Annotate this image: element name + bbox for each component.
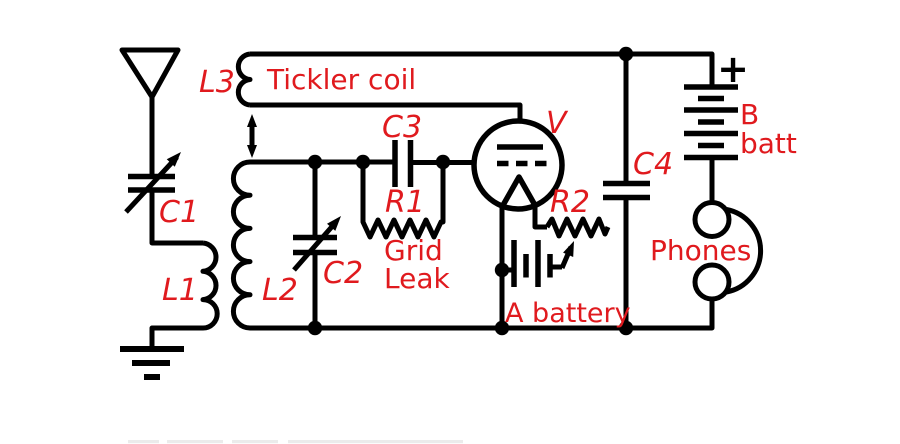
b-battery-symbol bbox=[684, 84, 738, 203]
antenna-icon bbox=[119, 47, 181, 100]
junction-dot bbox=[307, 154, 323, 170]
c1-variable-arrow-shaft bbox=[124, 155, 179, 214]
r2-rheostat bbox=[544, 216, 611, 269]
artifact-strip bbox=[288, 440, 463, 444]
tube-v-label: V bbox=[546, 106, 569, 141]
coupling-arrowhead-down bbox=[247, 145, 257, 158]
phones-symbol bbox=[692, 200, 764, 302]
l1-label: L1 bbox=[162, 273, 198, 308]
grid-leak-label-line2: Leak bbox=[384, 262, 450, 295]
l2-label: L2 bbox=[262, 273, 298, 308]
tube-filament-icon bbox=[499, 174, 539, 209]
junction-dot bbox=[494, 320, 510, 336]
r2-resistor-icon bbox=[544, 216, 611, 239]
phones-label: Phones bbox=[650, 234, 751, 267]
antenna-branch bbox=[119, 47, 220, 380]
b-battery-plus-mark: + bbox=[717, 47, 749, 91]
junction-dot bbox=[618, 320, 634, 336]
c4-label: C4 bbox=[633, 147, 673, 182]
phones-headband-arc bbox=[725, 207, 764, 295]
junction-dots bbox=[307, 46, 634, 336]
r2-label: R2 bbox=[550, 185, 590, 220]
r1-resistor-icon bbox=[360, 162, 446, 240]
l1-to-ground-wire bbox=[149, 325, 203, 349]
vacuum-tube bbox=[471, 118, 565, 328]
c4-capacitor bbox=[603, 54, 650, 328]
r2-wiper-arrowhead bbox=[563, 241, 574, 257]
a-battery-label: A battery bbox=[505, 298, 631, 329]
c1-to-l1-wire bbox=[149, 190, 203, 246]
c1-variable-arrowhead bbox=[166, 152, 181, 167]
tuned-circuit-branch bbox=[230, 159, 715, 331]
grid-leak-label-line1: Grid bbox=[384, 234, 443, 267]
b-battery-label-line1: B bbox=[740, 98, 759, 131]
b-battery-label-line2: batt bbox=[740, 127, 797, 160]
junction-dot bbox=[307, 320, 323, 336]
c1-label: C1 bbox=[159, 195, 199, 230]
c2-variable-arrowhead bbox=[327, 216, 341, 231]
filament-right-leg-wire bbox=[532, 206, 547, 230]
c2-label: C2 bbox=[323, 256, 363, 291]
ground-icon bbox=[120, 346, 184, 380]
phones-earpiece-bottom-icon bbox=[692, 262, 732, 302]
l3-label: L3 bbox=[199, 65, 235, 100]
artifact-strip bbox=[167, 440, 223, 444]
l2-coil-icon bbox=[230, 159, 253, 331]
tickler-coil-label: Tickler coil bbox=[266, 63, 416, 96]
l3-coil-icon bbox=[235, 51, 253, 108]
component-labels: L3 Tickler coil C1 L1 L2 C2 C3 R1 Grid L… bbox=[159, 47, 797, 329]
c2-variable-arrow-shaft bbox=[292, 220, 338, 272]
top-supply-wire bbox=[250, 51, 715, 87]
r1-label: R1 bbox=[385, 185, 425, 220]
junction-dot bbox=[618, 46, 634, 62]
cropped-text-artifact bbox=[128, 440, 463, 444]
l1-coil-icon bbox=[200, 240, 220, 331]
coupling-arrowhead-up bbox=[247, 114, 257, 127]
junction-dot bbox=[494, 262, 510, 278]
a-battery-symbol bbox=[502, 240, 562, 287]
phones-earpiece-top-icon bbox=[692, 200, 732, 239]
bottom-rail-wire bbox=[250, 299, 715, 331]
junction-dot bbox=[355, 154, 371, 170]
junction-dot bbox=[435, 154, 451, 170]
c3-label: C3 bbox=[382, 110, 422, 145]
artifact-strip bbox=[232, 440, 278, 444]
artifact-strip bbox=[128, 440, 159, 444]
